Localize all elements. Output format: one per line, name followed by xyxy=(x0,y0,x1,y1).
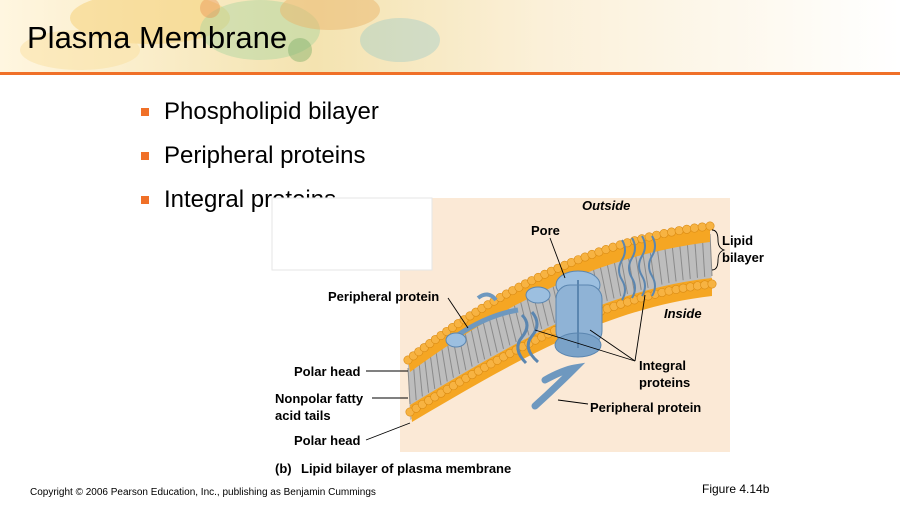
copyright-notice: Copyright © 2006 Pearson Education, Inc.… xyxy=(30,487,376,498)
figure-caption-letter: (b) xyxy=(275,461,292,476)
pore-protein xyxy=(554,270,603,358)
label-leaders xyxy=(365,229,726,441)
label-peripheral-protein-bottom: Peripheral protein xyxy=(590,400,701,415)
title-underline xyxy=(0,72,900,75)
label-nonpolar-line1: Nonpolar fatty xyxy=(275,391,364,406)
header-artwork xyxy=(0,0,900,74)
figure-caption: Lipid bilayer of plasma membrane xyxy=(301,461,511,476)
slide-title: Plasma Membrane xyxy=(27,20,288,55)
figure-number: Figure 4.14b xyxy=(702,482,770,496)
bullet-square-icon xyxy=(141,196,149,204)
label-outside: Outside xyxy=(582,198,630,213)
membrane-figure: Outside Inside Pore Lipid bilayer Periph… xyxy=(260,190,780,480)
bullet-item: Phospholipid bilayer xyxy=(138,96,379,140)
label-pore: Pore xyxy=(531,223,560,238)
label-lipid-bilayer-line1: Lipid xyxy=(722,233,753,248)
label-integral-line1: Integral xyxy=(639,358,686,373)
integral-helix-protein xyxy=(618,235,656,301)
bullet-square-icon xyxy=(141,108,149,116)
label-polar-head-top: Polar head xyxy=(294,364,361,379)
peripheral-protein-top xyxy=(445,292,519,348)
label-nonpolar-line2: acid tails xyxy=(275,408,331,423)
integral-protein-small xyxy=(516,286,551,365)
label-inside: Inside xyxy=(664,306,702,321)
figure-cutout xyxy=(271,197,433,271)
label-polar-head-bottom: Polar head xyxy=(294,433,361,448)
label-integral-line2: proteins xyxy=(639,375,690,390)
bullet-item: Peripheral proteins xyxy=(138,140,379,184)
label-peripheral-protein-top: Peripheral protein xyxy=(328,289,439,304)
bullet-square-icon xyxy=(141,152,149,160)
bullet-text: Peripheral proteins xyxy=(164,142,366,169)
bullet-text: Phospholipid bilayer xyxy=(164,98,379,125)
label-lipid-bilayer-line2: bilayer xyxy=(722,250,764,265)
peripheral-protein-bottom xyxy=(531,362,586,410)
